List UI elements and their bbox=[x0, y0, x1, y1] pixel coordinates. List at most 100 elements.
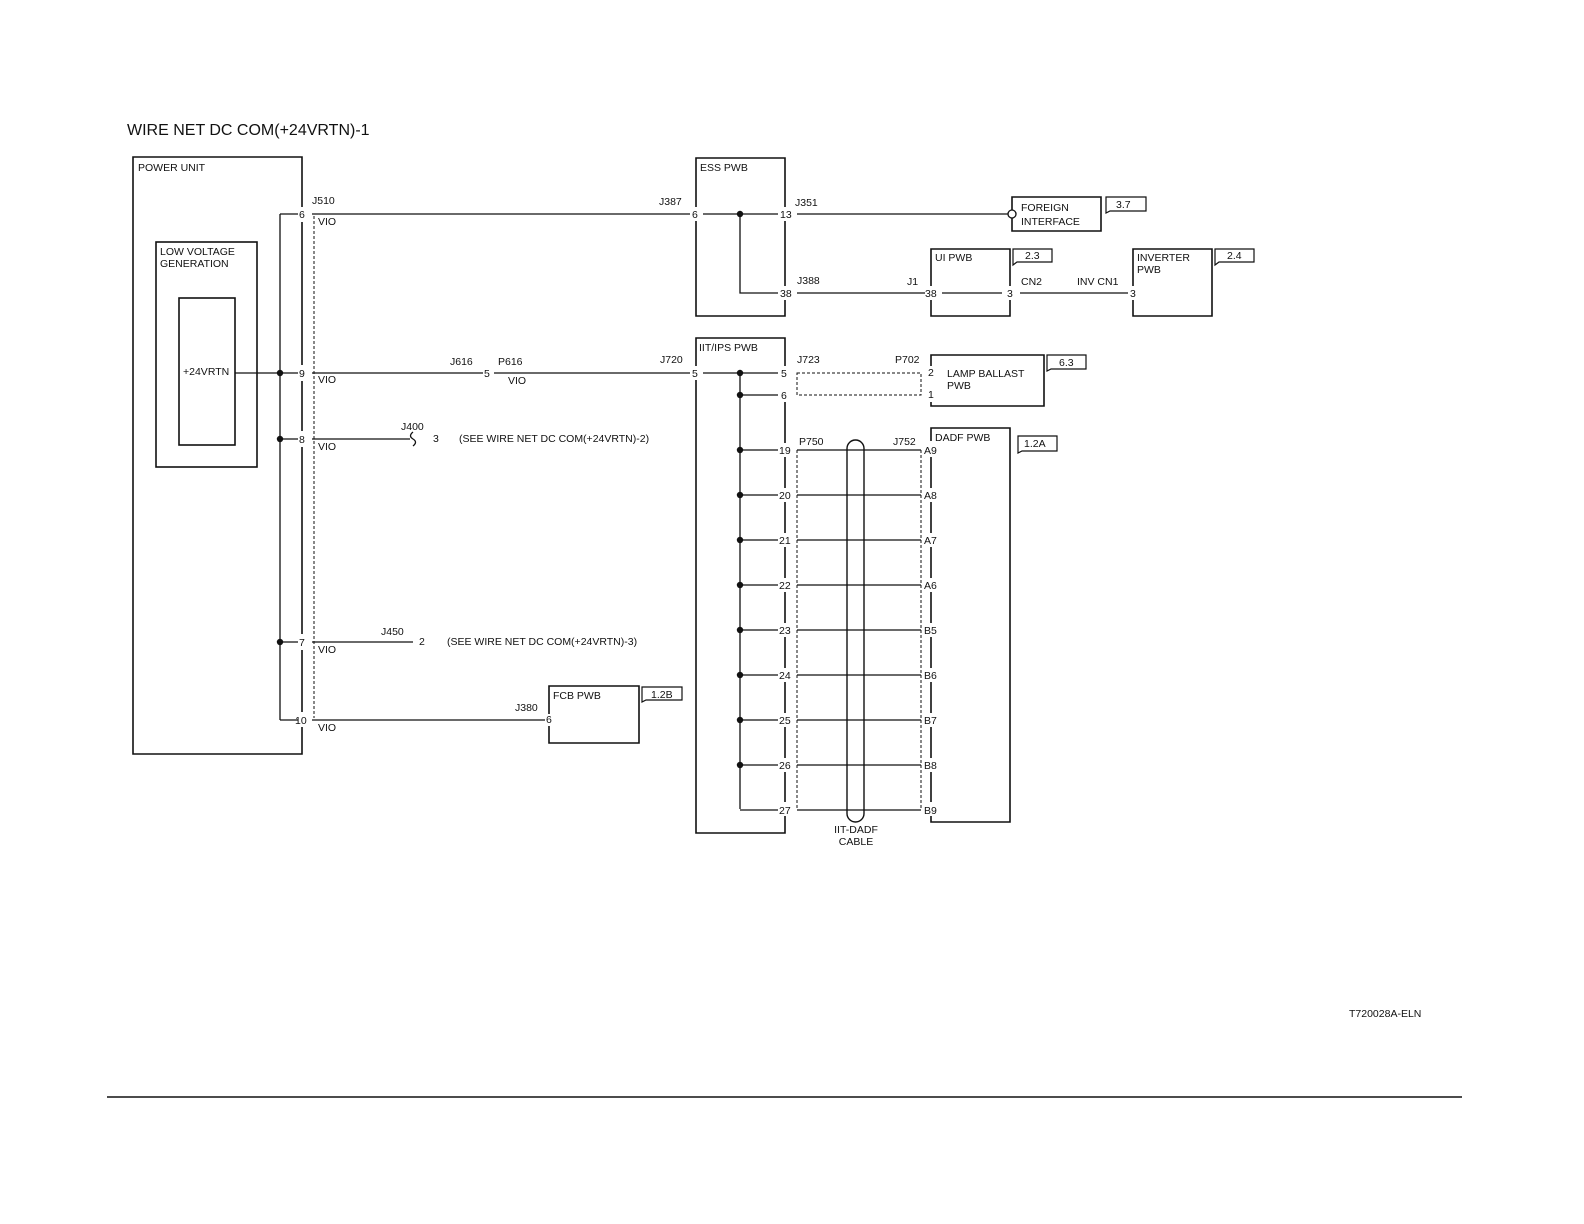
pin-6: 6 bbox=[299, 209, 305, 221]
junction-dot bbox=[736, 391, 744, 399]
foreign-interface: FOREIGN INTERFACE 3.7 bbox=[1007, 196, 1147, 232]
pin-10: 10 bbox=[295, 715, 307, 727]
wire-color-label: VIO bbox=[318, 374, 336, 386]
ui-pin-38: 38 bbox=[925, 288, 937, 300]
dadf-wire-row: 19 A9 bbox=[736, 445, 937, 457]
pin-8: 8 bbox=[299, 434, 305, 446]
lamp-pin-2: 2 bbox=[928, 367, 934, 379]
dadf-wire-row: 27 B9 bbox=[740, 805, 937, 817]
junction-dot bbox=[736, 671, 744, 679]
j400-pin: 3 bbox=[433, 433, 439, 445]
ui-ref-tag[interactable]: 2.3 bbox=[1025, 250, 1040, 262]
inverter-label-1: INVERTER bbox=[1137, 252, 1190, 264]
j450-reference[interactable]: (SEE WIRE NET DC COM(+24VRTN)-3) bbox=[447, 636, 637, 648]
dadf-pin: A9 bbox=[924, 445, 937, 457]
drawing-id: T720028A-ELN bbox=[1349, 1008, 1421, 1020]
dadf-wire-row: 24 B6 bbox=[736, 670, 937, 682]
iit-dadf-cable: IIT-DADF CABLE bbox=[796, 439, 922, 848]
p750-label: P750 bbox=[799, 436, 824, 448]
ui-pwb: UI PWB J1 38 3 CN2 2.3 bbox=[907, 248, 1128, 317]
iit-pin: 27 bbox=[779, 805, 791, 817]
inverter-label-2: PWB bbox=[1137, 264, 1161, 276]
fcb-pwb: FCB PWB 1.2B bbox=[548, 685, 683, 744]
iit-pin-5: 5 bbox=[781, 368, 787, 380]
dadf-pin: B9 bbox=[924, 805, 937, 817]
dadf-pin: B8 bbox=[924, 760, 937, 772]
iit-pin-6: 6 bbox=[781, 390, 787, 402]
dadf-wire-row: 25 B7 bbox=[736, 715, 937, 727]
dadf-pin: A7 bbox=[924, 535, 937, 547]
foreign-ref-tag[interactable]: 3.7 bbox=[1116, 199, 1131, 211]
inverter-pwb: INVERTER PWB INV CN1 3 2.4 bbox=[1077, 248, 1255, 317]
lvg-label-1: LOW VOLTAGE bbox=[160, 246, 235, 258]
board-edge bbox=[784, 402, 932, 802]
cn2-label: CN2 bbox=[1021, 276, 1042, 288]
lamp-label-2: PWB bbox=[947, 380, 971, 392]
dadf-pwb: DADF PWB J752 1.2A bbox=[893, 427, 1058, 823]
iit-pin: 23 bbox=[779, 625, 791, 637]
dadf-label: DADF PWB bbox=[935, 432, 990, 444]
j450-pin: 2 bbox=[419, 636, 425, 648]
j720-label: J720 bbox=[660, 354, 683, 366]
lvg-label-2: GENERATION bbox=[160, 258, 229, 270]
j616-pin: 5 bbox=[484, 368, 490, 380]
dadf-ref-tag[interactable]: 1.2A bbox=[1024, 438, 1046, 450]
j400-reference[interactable]: (SEE WIRE NET DC COM(+24VRTN)-2) bbox=[459, 433, 649, 445]
iit-pin: 19 bbox=[779, 445, 791, 457]
junction-dot bbox=[276, 638, 284, 646]
junction-dot bbox=[736, 581, 744, 589]
ess-pwb-label: ESS PWB bbox=[700, 162, 748, 174]
wire-color-label: VIO bbox=[318, 441, 336, 453]
j380-pin: 6 bbox=[546, 714, 552, 726]
p702-label: P702 bbox=[895, 354, 920, 366]
j450-label: J450 bbox=[381, 626, 404, 638]
junction-dot bbox=[736, 446, 744, 454]
j387-label: J387 bbox=[659, 196, 682, 208]
j510-label: J510 bbox=[312, 195, 335, 207]
j723-label: J723 bbox=[797, 354, 820, 366]
lamp-label-1: LAMP BALLAST bbox=[947, 368, 1025, 380]
cable-label-1: IIT-DADF bbox=[834, 824, 878, 836]
connector-break-icon bbox=[409, 431, 417, 447]
iit-pin: 25 bbox=[779, 715, 791, 727]
power-unit: POWER UNIT LOW VOLTAGE GENERATION +24VRT… bbox=[132, 156, 335, 755]
j400-label: J400 bbox=[401, 421, 424, 433]
j387-pin: 6 bbox=[692, 209, 698, 221]
j616-label: J616 bbox=[450, 356, 473, 368]
iit-pin: 24 bbox=[779, 670, 791, 682]
junction-dot bbox=[736, 626, 744, 634]
inverter-ref-tag[interactable]: 2.4 bbox=[1227, 250, 1242, 262]
lamp-ref-tag[interactable]: 6.3 bbox=[1059, 357, 1074, 369]
ui-pin-3: 3 bbox=[1007, 288, 1013, 300]
foreign-label-1: FOREIGN bbox=[1021, 202, 1069, 214]
fcb-pwb-label: FCB PWB bbox=[553, 690, 601, 702]
dadf-pin: B5 bbox=[924, 625, 937, 637]
wire-color-label: VIO bbox=[318, 216, 336, 228]
iit-pin: 22 bbox=[779, 580, 791, 592]
iit-pin: 26 bbox=[779, 760, 791, 772]
j351-label: J351 bbox=[795, 197, 818, 209]
j1-label: J1 bbox=[907, 276, 918, 288]
wire-color-label: VIO bbox=[318, 644, 336, 656]
fcb-ref-tag[interactable]: 1.2B bbox=[651, 689, 673, 701]
iit-pin: 21 bbox=[779, 535, 791, 547]
source-label: +24VRTN bbox=[183, 366, 229, 378]
dadf-pin: B6 bbox=[924, 670, 937, 682]
dadf-pin: B7 bbox=[924, 715, 937, 727]
power-unit-label: POWER UNIT bbox=[138, 162, 206, 174]
junction-dot bbox=[276, 369, 284, 377]
ui-pwb-label: UI PWB bbox=[935, 252, 972, 264]
cable-label-2: CABLE bbox=[839, 836, 873, 848]
dadf-wire-row: 23 B5 bbox=[736, 625, 937, 637]
junction-dot bbox=[736, 716, 744, 724]
diagram-title: WIRE NET DC COM(+24VRTN)-1 bbox=[127, 122, 370, 139]
junction-dot bbox=[276, 435, 284, 443]
dadf-wire-row: 21 A7 bbox=[736, 535, 937, 547]
junction-dot bbox=[736, 210, 744, 218]
wire-color-label: VIO bbox=[508, 375, 526, 387]
foreign-label-2: INTERFACE bbox=[1021, 216, 1080, 228]
